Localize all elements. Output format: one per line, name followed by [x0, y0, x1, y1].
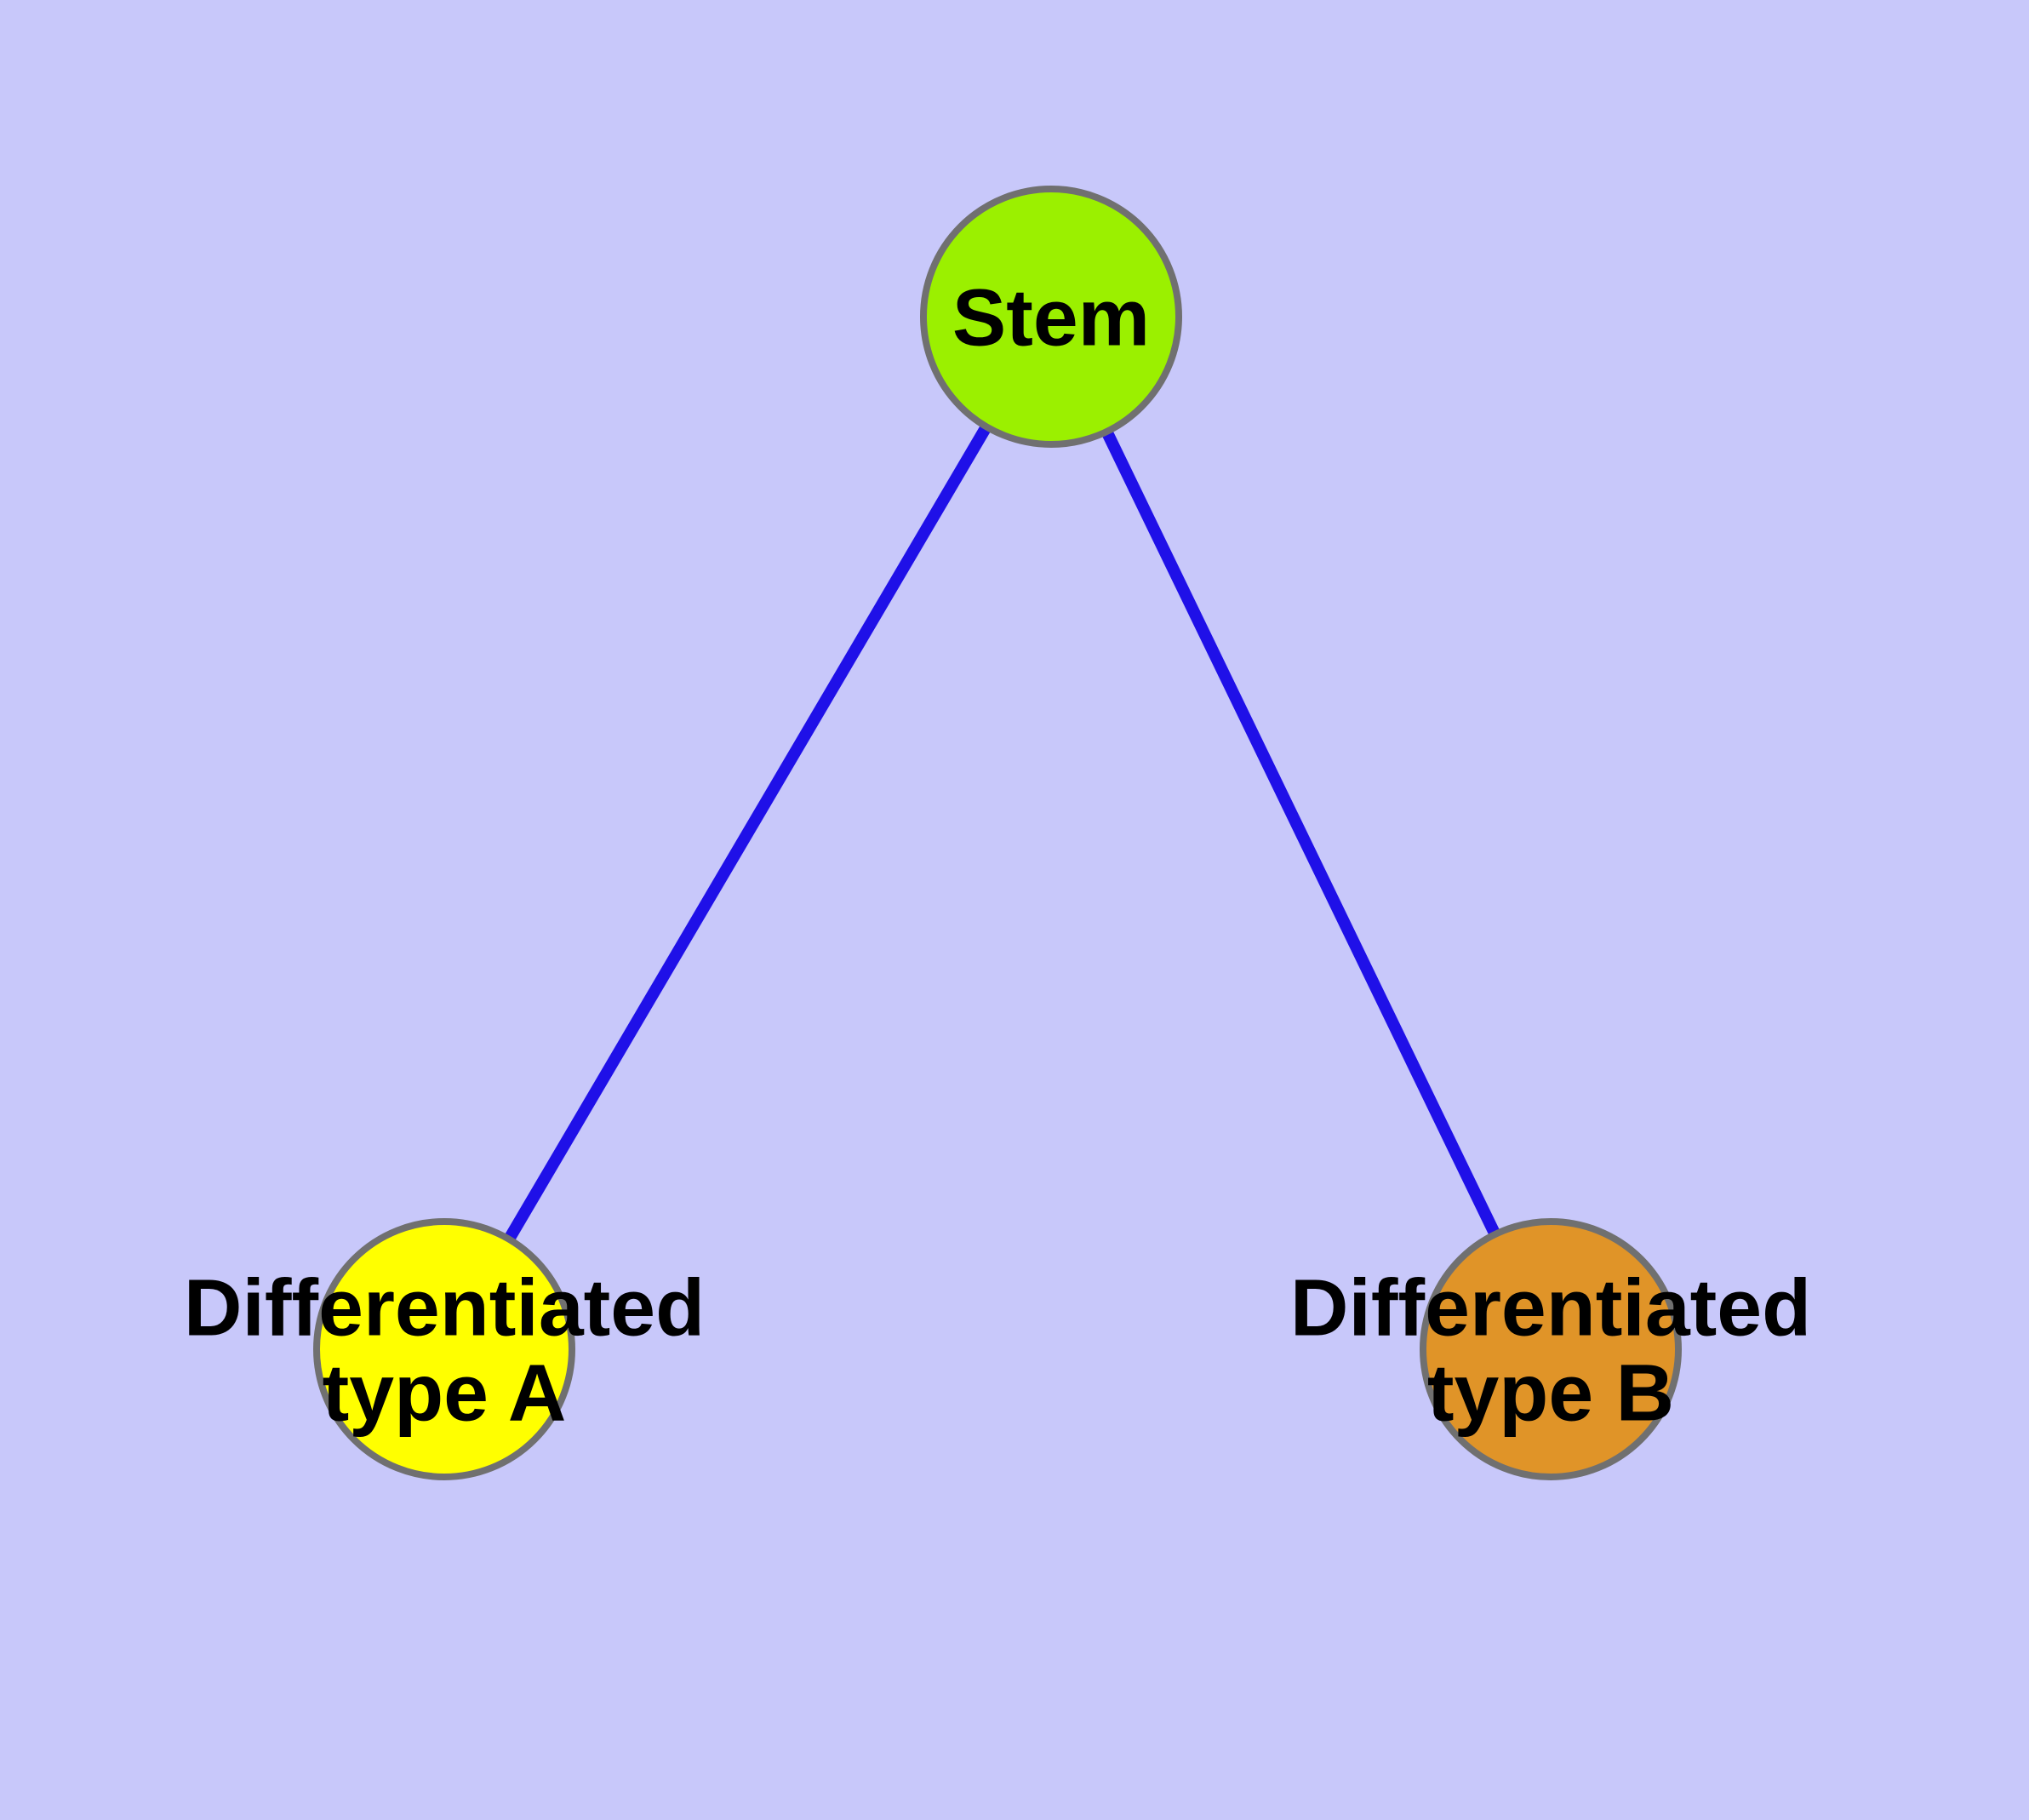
- label-line: type A: [323, 1348, 567, 1438]
- graph-node-diff-a[interactable]: [313, 1218, 575, 1480]
- graph-edge-stem-to-a[interactable]: [503, 423, 992, 1243]
- label-line: Stem: [952, 272, 1150, 363]
- graph-node-label-stem: Stem: [952, 272, 1150, 363]
- graph-node-stem[interactable]: [920, 186, 1182, 448]
- graph-edge-stem-to-b[interactable]: [1101, 428, 1500, 1238]
- label-line: Differentiated: [1290, 1262, 1811, 1353]
- graph-node-diff-b[interactable]: [1420, 1218, 1682, 1480]
- edge-layer: [503, 423, 1500, 1243]
- label-line: type B: [1427, 1348, 1674, 1438]
- label-line: Differentiated: [184, 1262, 705, 1353]
- node-layer: [313, 186, 1682, 1480]
